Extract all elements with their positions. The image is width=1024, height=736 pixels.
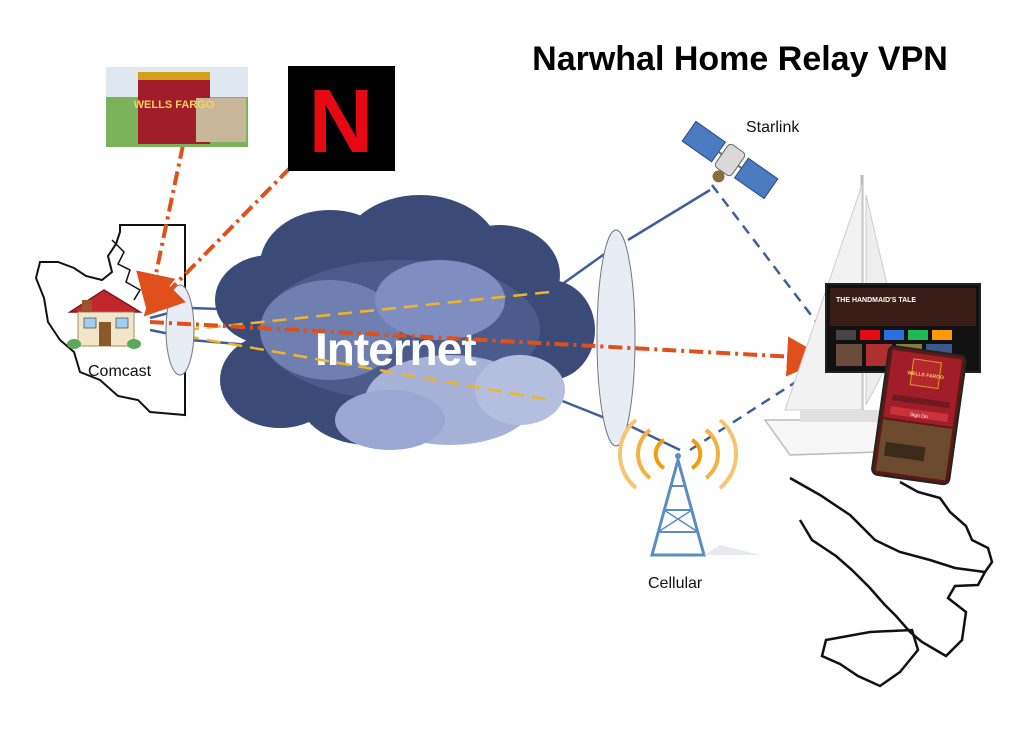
vpn-tunnel <box>184 290 551 402</box>
internet-cloud <box>215 195 595 450</box>
home-label: Comcast <box>88 363 152 380</box>
sicily-outline <box>820 628 920 688</box>
remote-router-lens <box>596 229 636 447</box>
puget-sound-detail <box>111 239 142 301</box>
home-router-lens <box>165 284 195 376</box>
diagram-title: Narwhal Home Relay VPN <box>532 40 948 78</box>
tv-show-title: THE HANDMAID'S TALE <box>836 297 916 304</box>
bank-sign-image: WELLS FARGO <box>106 67 248 147</box>
phone-icon: WELLS FARGO Sign On <box>871 345 967 486</box>
traffic-paths <box>136 144 827 377</box>
tv-icon: THE HANDMAID'S TALE <box>825 283 981 373</box>
phone-signon-text: Sign On <box>909 412 928 420</box>
streaming-logo: N <box>288 66 395 172</box>
washington-map-outline <box>34 224 186 417</box>
phone-brand-text: WELLS FARGO <box>907 370 944 381</box>
streaming-logo-letter: N <box>309 72 374 172</box>
tower-label: Cellular <box>648 575 703 592</box>
cell-signal-waves <box>618 418 738 490</box>
bank-sign-text: WELLS FARGO <box>134 99 215 111</box>
satellite-icon <box>681 120 779 200</box>
satellite-label: Starlink <box>746 119 800 136</box>
house-icon <box>67 289 143 349</box>
cell-tower-icon <box>650 453 760 557</box>
italy-map-outline <box>789 476 994 658</box>
